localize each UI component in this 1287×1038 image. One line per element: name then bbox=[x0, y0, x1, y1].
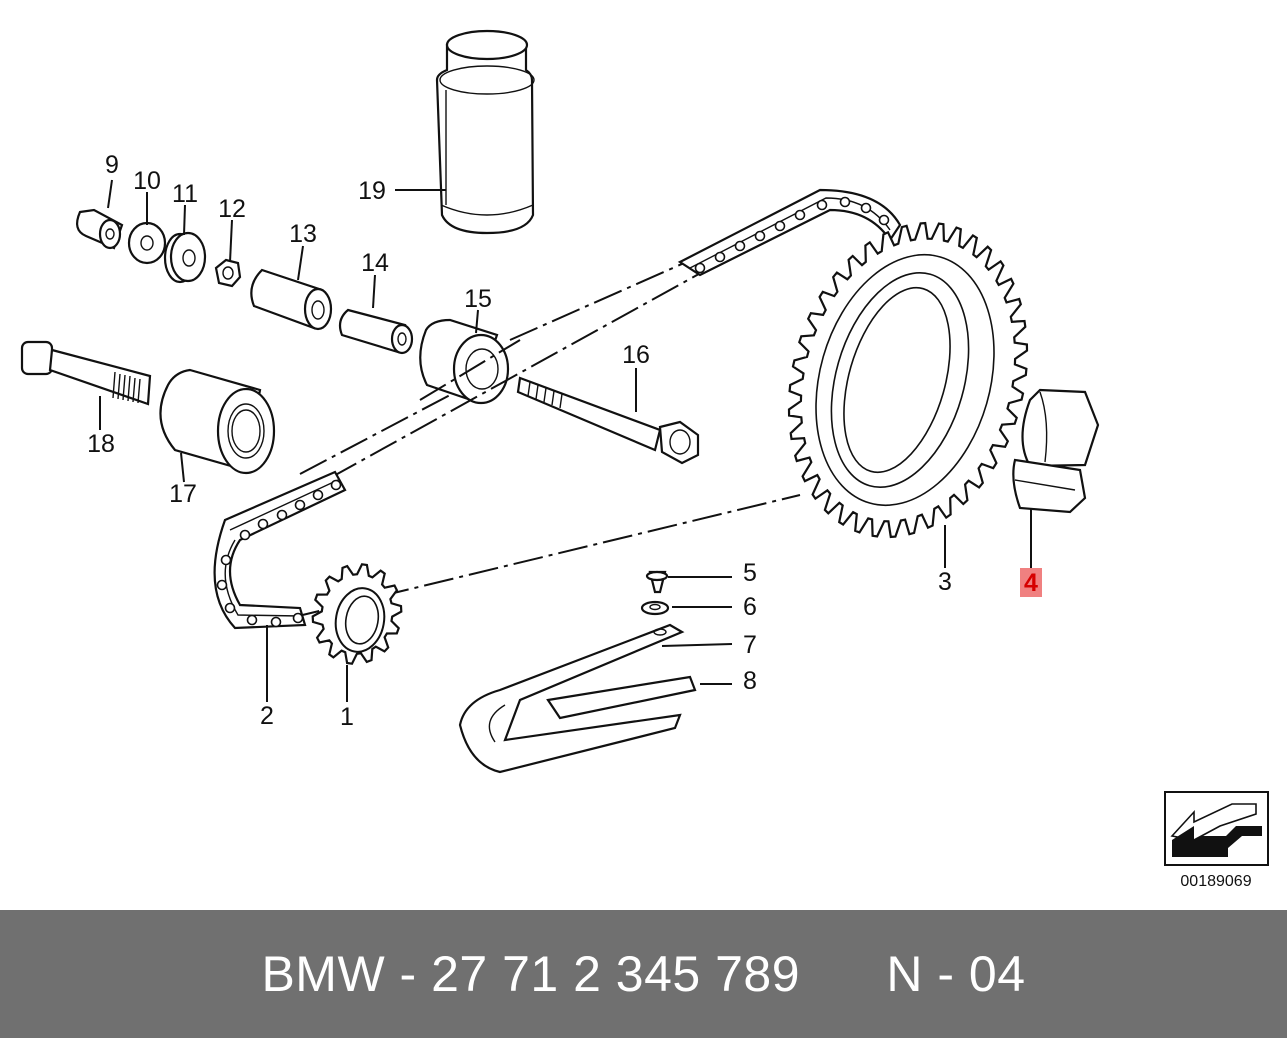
nut bbox=[214, 258, 242, 288]
long-bolt bbox=[516, 376, 700, 465]
footer-spacer bbox=[800, 945, 886, 1003]
callout-4: 4 bbox=[1024, 569, 1038, 597]
reference-number: 00189069 bbox=[1180, 873, 1251, 890]
callout-6: 6 bbox=[743, 593, 757, 621]
sleeve-long bbox=[250, 268, 333, 331]
callout-8: 8 bbox=[743, 667, 757, 695]
callout-13: 13 bbox=[289, 220, 317, 248]
callout-19: 19 bbox=[358, 177, 386, 205]
part-number: BMW - 27 71 2 345 789 bbox=[261, 946, 801, 1002]
leader-lines bbox=[99, 179, 1032, 702]
footer-bar: BMW - 27 71 2 345 789 N - 04 bbox=[0, 910, 1287, 1038]
callout-15: 15 bbox=[464, 285, 492, 313]
callout-18: 18 bbox=[87, 430, 115, 458]
callout-3: 3 bbox=[938, 568, 952, 596]
spacer-bushing bbox=[75, 208, 124, 250]
callout-16: 16 bbox=[622, 341, 650, 369]
callout-5: 5 bbox=[743, 559, 757, 587]
callout-1: 1 bbox=[340, 703, 354, 731]
parts-diagram: 19 9 10 11 12 13 14 15 16 18 17 2 1 3 4 … bbox=[20, 29, 1269, 890]
washer bbox=[127, 221, 167, 265]
grease-can bbox=[435, 29, 535, 235]
callout-11: 11 bbox=[172, 180, 198, 208]
callout-12: 12 bbox=[218, 195, 246, 223]
roller bbox=[419, 318, 510, 405]
callout-17: 17 bbox=[169, 480, 197, 508]
bearing bbox=[163, 231, 207, 284]
front-sprocket bbox=[311, 563, 403, 665]
sleeve-short bbox=[338, 308, 414, 355]
arrow-left-down-icon bbox=[1164, 791, 1269, 866]
callout-10: 10 bbox=[133, 167, 161, 195]
callout-7: 7 bbox=[743, 631, 757, 659]
callout-labels: 19 9 10 11 12 13 14 15 16 18 17 2 1 3 4 … bbox=[87, 151, 1042, 731]
guide-roller bbox=[159, 368, 276, 475]
rear-sprocket bbox=[787, 221, 1029, 539]
bolt bbox=[20, 340, 152, 406]
page-code: N - 04 bbox=[886, 946, 1026, 1002]
callout-14: 14 bbox=[361, 249, 389, 277]
callout-2: 2 bbox=[260, 702, 274, 730]
callout-4-highlight bbox=[1020, 568, 1042, 597]
callout-9: 9 bbox=[105, 151, 119, 179]
damper-block bbox=[1012, 388, 1100, 514]
chain-guide bbox=[458, 570, 697, 774]
